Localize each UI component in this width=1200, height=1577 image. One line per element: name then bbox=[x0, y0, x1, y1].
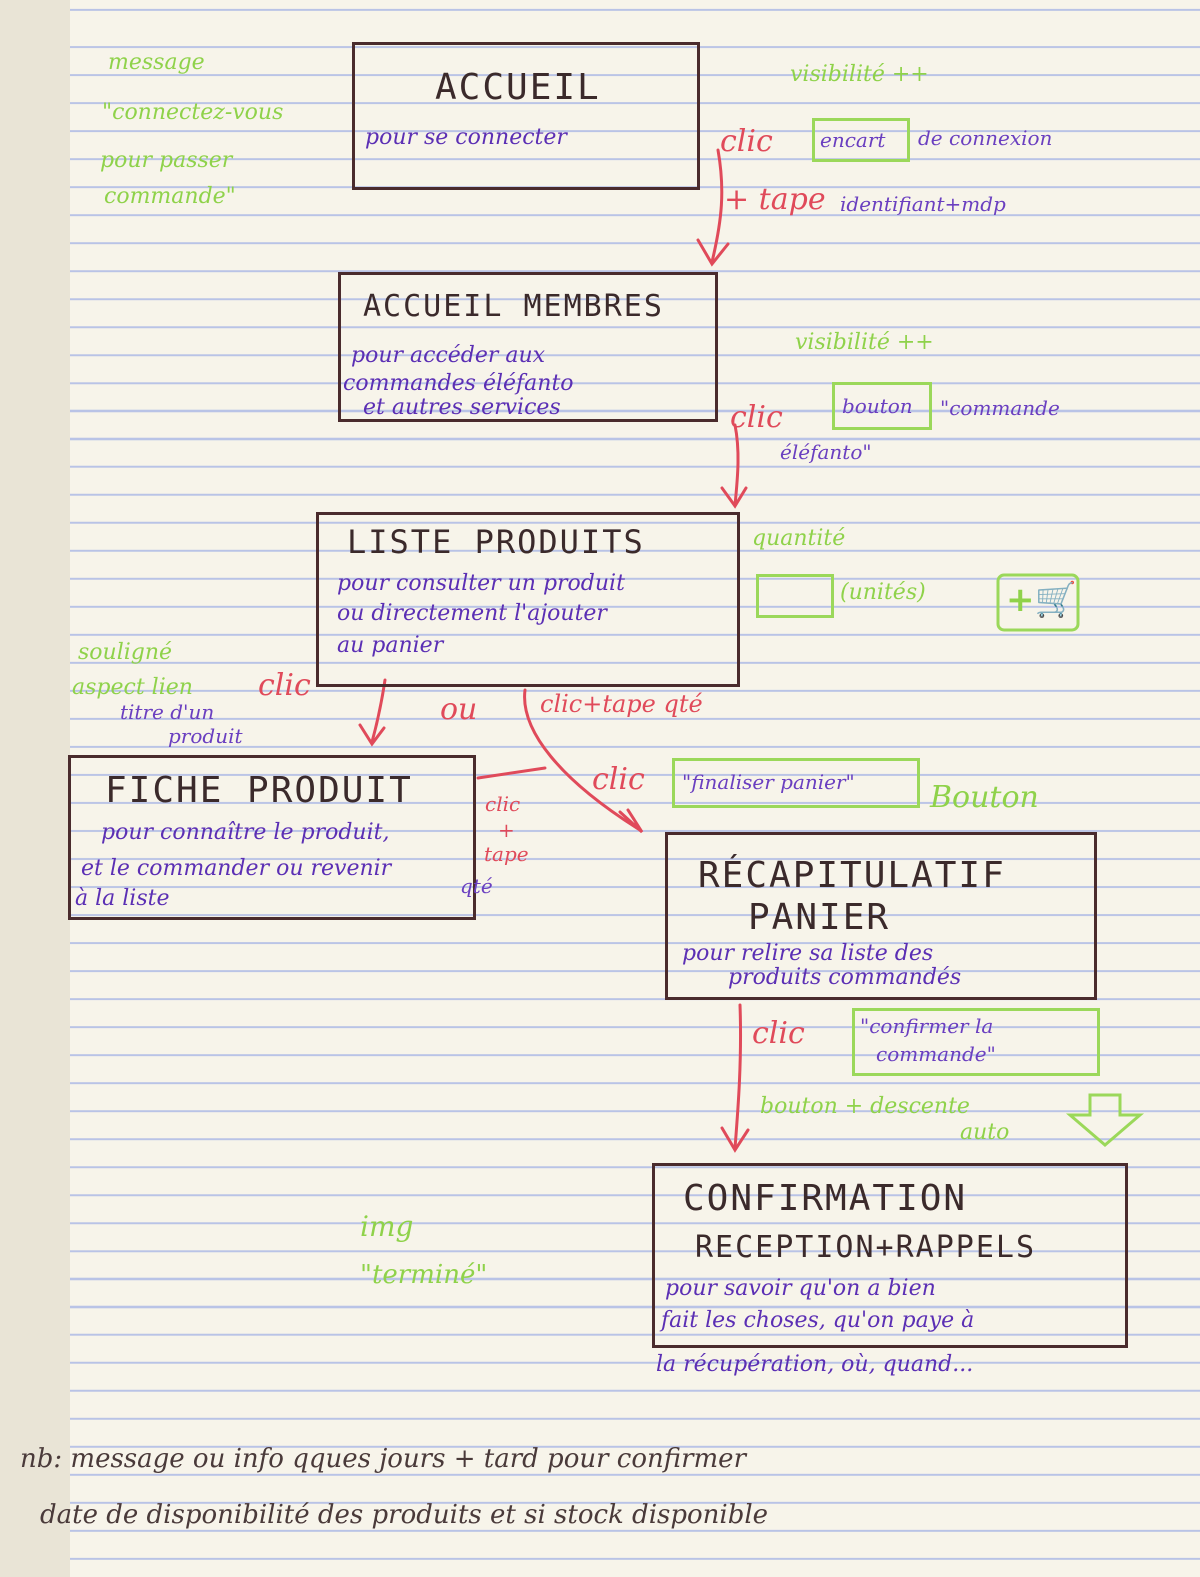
footer-note-line-1: nb: message ou info qques jours + tard p… bbox=[20, 1444, 746, 1474]
arrow-liste-recap bbox=[523, 688, 642, 832]
box-accueil: ACCUEIL pour se connecter bbox=[352, 42, 700, 190]
box-confirm-title2: RECEPTION+RAPPELS bbox=[695, 1230, 1037, 1265]
arrow-head-1 bbox=[696, 238, 730, 267]
box-confirm-title1: CONFIRMATION bbox=[683, 1178, 968, 1219]
box-liste-produits: LISTE PRODUITS pour consulter un produit… bbox=[316, 512, 740, 687]
box-accueil-title: ACCUEIL bbox=[435, 67, 601, 108]
note-souligne-1: souligné bbox=[78, 640, 173, 665]
finaliser-panier-box bbox=[672, 758, 920, 808]
arrow-membres-liste bbox=[733, 423, 740, 507]
note-clic-4: clic bbox=[592, 762, 645, 797]
box-confirm-desc2: fait les choses, qu'on paye à bbox=[661, 1308, 975, 1333]
box-liste-desc3: au panier bbox=[337, 633, 444, 658]
box-recap-desc2: produits commandés bbox=[728, 965, 962, 990]
note-message-3: pour passer bbox=[100, 148, 233, 173]
box-confirm-desc3: la récupération, où, quand... bbox=[656, 1352, 974, 1377]
box-fiche-title: FICHE PRODUIT bbox=[105, 770, 413, 811]
box-fiche-desc3: à la liste bbox=[75, 886, 170, 911]
note-clic-1: clic bbox=[720, 124, 773, 159]
note-de-connexion: de connexion bbox=[918, 126, 1053, 150]
note-confirmer-1: "confirmer la bbox=[860, 1014, 994, 1038]
box-liste-desc1: pour consulter un produit bbox=[337, 571, 625, 596]
box-liste-title: LISTE PRODUITS bbox=[347, 523, 645, 561]
note-encart: encart bbox=[820, 128, 886, 152]
box-liste-desc2: ou directement l'ajouter bbox=[337, 601, 607, 626]
quantite-input-box bbox=[756, 574, 834, 618]
box-recap-title1: RÉCAPITULATIF bbox=[698, 855, 1006, 896]
note-qte: qté bbox=[460, 874, 493, 898]
note-img-1: img bbox=[360, 1210, 414, 1243]
arrow-fiche-recap bbox=[476, 766, 547, 780]
arrow-head-4 bbox=[618, 808, 644, 834]
note-clic-6: clic bbox=[752, 1016, 805, 1051]
box-recapitulatif-panier: RÉCAPITULATIF PANIER pour relire sa list… bbox=[665, 832, 1097, 1000]
bouton-commande-box bbox=[832, 382, 932, 430]
box-fiche-produit: FICHE PRODUIT pour connaître le produit,… bbox=[68, 755, 476, 920]
encart-connexion-box bbox=[812, 118, 910, 162]
box-membres-desc2: commandes éléfanto bbox=[343, 371, 574, 396]
note-tape-2: tape bbox=[484, 842, 529, 866]
arrow-recap-confirm bbox=[733, 1003, 743, 1150]
box-confirmation: CONFIRMATION RECEPTION+RAPPELS pour savo… bbox=[652, 1163, 1128, 1348]
note-plus: + bbox=[498, 818, 515, 842]
note-visibilite-1: visibilité ++ bbox=[790, 62, 929, 87]
box-recap-title2: PANIER bbox=[748, 897, 891, 938]
box-fiche-desc2: et le commander ou revenir bbox=[81, 856, 392, 881]
note-message-4: commande" bbox=[104, 184, 236, 209]
box-membres-title: ACCUEIL MEMBRES bbox=[363, 289, 664, 324]
arrow-liste-fiche bbox=[370, 678, 387, 744]
box-membres-desc1: pour accéder aux bbox=[351, 343, 546, 368]
note-finaliser-panier: "finaliser panier" bbox=[682, 770, 855, 794]
basket-icon-frame bbox=[996, 573, 1080, 632]
note-commande-elefanto-1: "commande bbox=[940, 396, 1060, 420]
note-souligne-2: aspect lien bbox=[72, 675, 193, 700]
note-titre-1: titre d'un bbox=[120, 700, 215, 724]
note-message-1: message bbox=[108, 50, 205, 75]
box-fiche-desc1: pour connaître le produit, bbox=[101, 820, 390, 845]
note-clic-tape-qte: clic+tape qté bbox=[540, 690, 703, 718]
arrow-accueil-membres bbox=[710, 148, 724, 264]
note-clic-5: clic bbox=[485, 792, 521, 816]
note-ou: ou bbox=[440, 692, 478, 727]
note-confirmer-2: commande" bbox=[876, 1042, 996, 1066]
box-confirm-desc1: pour savoir qu'on a bien bbox=[665, 1276, 936, 1301]
note-visibilite-2: visibilité ++ bbox=[795, 330, 934, 355]
down-arrow-icon bbox=[1065, 1093, 1145, 1147]
box-accueil-membres: ACCUEIL MEMBRES pour accéder aux command… bbox=[338, 272, 718, 422]
add-to-basket-icon: +🛒 bbox=[1006, 580, 1077, 620]
note-tape-1: + tape bbox=[724, 182, 826, 217]
note-img-2: "terminé" bbox=[360, 1260, 488, 1290]
note-identifiant-mdp: identifiant+mdp bbox=[840, 192, 1006, 216]
footer-note-line-2: date de disponibilité des produits et si… bbox=[40, 1500, 769, 1530]
lined-paper bbox=[70, 0, 1200, 1577]
note-bouton-1: bouton bbox=[842, 394, 913, 418]
box-accueil-desc: pour se connecter bbox=[365, 125, 567, 150]
note-titre-2: produit bbox=[168, 724, 243, 748]
note-bouton-2: Bouton bbox=[930, 780, 1039, 815]
note-commande-elefanto-2: éléfanto" bbox=[780, 440, 872, 464]
box-membres-desc3: et autres services bbox=[363, 395, 561, 420]
note-unites: (unités) bbox=[840, 580, 926, 605]
arrow-head-2 bbox=[720, 486, 748, 509]
note-clic-2: clic bbox=[730, 400, 783, 435]
note-clic-3: clic bbox=[258, 668, 311, 703]
note-quantite: quantité bbox=[752, 526, 846, 551]
arrow-head-3 bbox=[358, 723, 386, 747]
note-descente-1: bouton + descente bbox=[760, 1094, 970, 1119]
note-message-2: "connectez-vous bbox=[102, 100, 284, 125]
note-descente-2: auto bbox=[960, 1120, 1010, 1145]
confirmer-commande-box bbox=[852, 1008, 1100, 1076]
arrow-head-5 bbox=[720, 1126, 750, 1153]
box-recap-desc1: pour relire sa liste des bbox=[682, 941, 934, 966]
